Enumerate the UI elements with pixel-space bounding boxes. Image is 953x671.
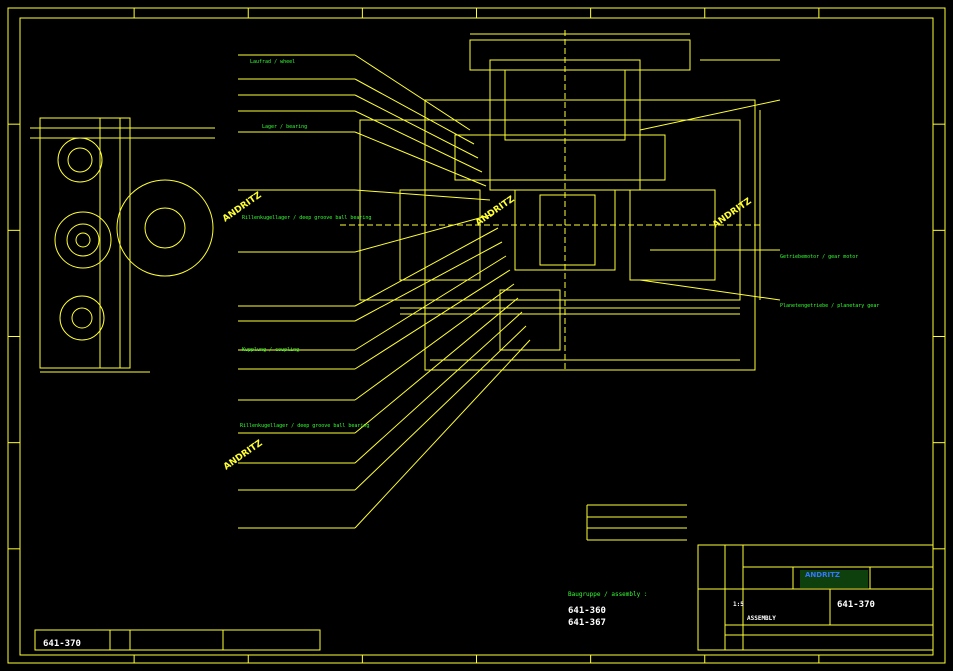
leader-line [354, 131, 487, 187]
leader-line [354, 255, 507, 351]
leader-line [354, 227, 499, 307]
related-drawing-2: 641-367 [568, 618, 606, 628]
callout-bearing: Lager / bearing [262, 124, 307, 130]
leader-line [354, 325, 527, 491]
inner-frame [19, 17, 934, 656]
leader-line [354, 311, 523, 464]
callout-leaders [238, 54, 781, 529]
frame-grid-ticks [8, 8, 945, 663]
related-drawing-1: 641-360 [568, 606, 606, 616]
callout-gear-motor: Getriebemotor / gear motor [780, 254, 858, 260]
callout-planetary-gear: Planetengetriebe / planetary gear [780, 303, 879, 309]
drawing-number: 641-370 [43, 639, 81, 649]
leader-line [354, 283, 515, 401]
title-block [697, 544, 934, 651]
callout-ball-bearing-2: Rillenkugellager / deep groove ball bear… [240, 423, 369, 429]
leader-line [354, 110, 483, 173]
company-logo: ANDRITZ [805, 571, 840, 579]
leader-line [354, 339, 531, 529]
callout-wheel: Laufrad / wheel [250, 59, 295, 65]
leader-line [354, 297, 519, 434]
stamp: ANDRITZ [222, 438, 265, 472]
title-drawing-number: 641-370 [837, 600, 875, 610]
callout-coupling: Kupplung / coupling [242, 347, 299, 353]
leader-line [354, 78, 475, 145]
leader-line [354, 241, 503, 322]
leader-line [354, 269, 511, 370]
callout-ball-bearing: Rillenkugellager / deep groove ball bear… [242, 215, 371, 221]
side-view [30, 117, 215, 373]
leader-line [354, 213, 495, 253]
leader-line [354, 54, 471, 131]
leader-line [354, 94, 479, 159]
bottom-left-block [34, 629, 321, 651]
leader-line [639, 99, 781, 131]
outer-frame [7, 7, 946, 664]
title-line: ASSEMBLY [747, 615, 776, 622]
main-view [340, 30, 761, 371]
leader-line [354, 189, 491, 201]
leader-line [639, 279, 781, 301]
scale: 1:5 [733, 601, 744, 608]
related-label: Baugruppe / assembly : [568, 591, 647, 598]
parts-note-box [586, 504, 687, 541]
